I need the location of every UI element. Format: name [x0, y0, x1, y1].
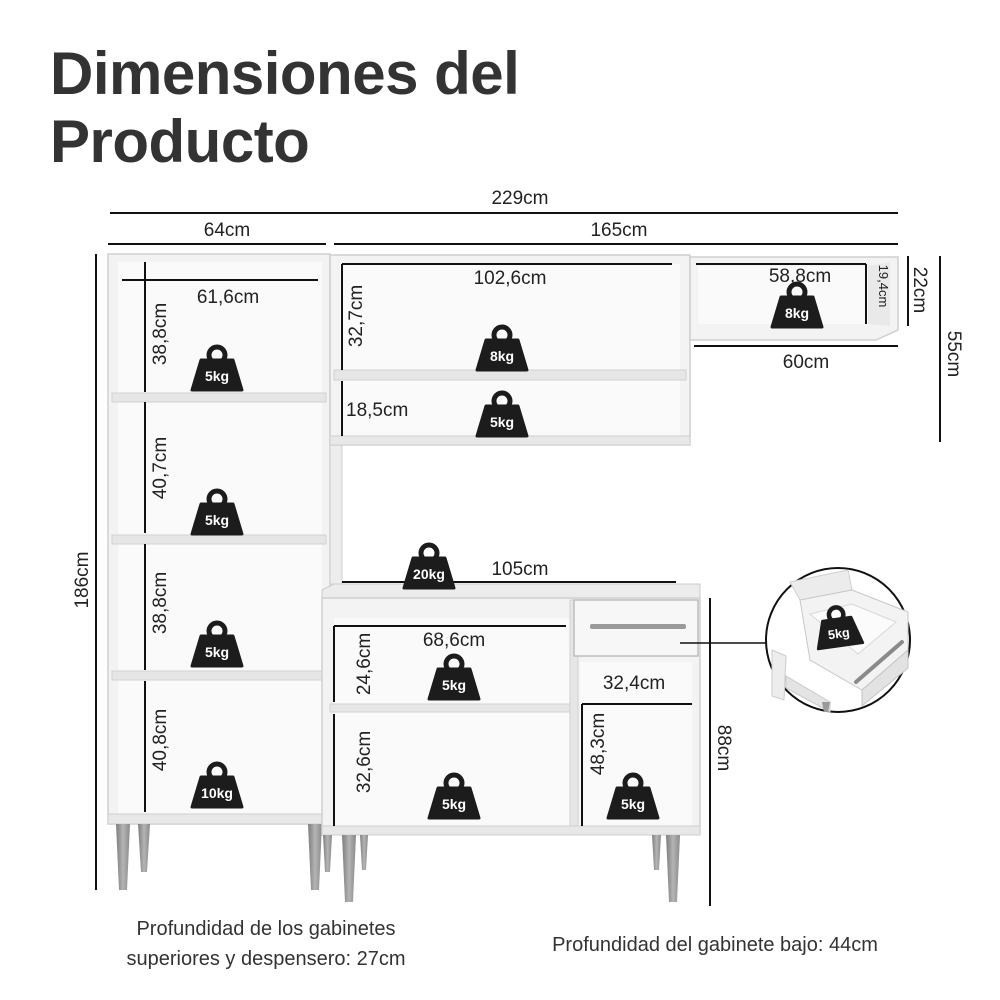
upper-depth-note-line-2: superiores y despensero: 27cm [126, 948, 406, 970]
weight-icon-pantry-4: 10kg [190, 761, 244, 809]
weight-label: 20kg [413, 566, 445, 582]
weight-icon-base-top: 5kg [427, 653, 481, 701]
upper-total-height-label: 55cm [943, 331, 964, 377]
base-depth-note-line: Profundidad del gabinete bajo: 44cm [552, 934, 878, 956]
base-bottom-height-label: 32,6cm [354, 731, 375, 793]
pantry-inner-width-label: 61,6cm [197, 287, 259, 308]
pantry-shelf-4-label: 40,8cm [150, 709, 171, 771]
weight-label: 8kg [785, 305, 809, 321]
small-upper-width-label: 60cm [783, 352, 829, 373]
pantry-width-label: 64cm [204, 220, 250, 241]
upper-top-height-label: 32,7cm [346, 285, 367, 347]
side-panel [329, 443, 343, 585]
weight-icon-countertop: 20kg [402, 542, 456, 590]
small-upper-inner-width-label: 58,8cm [769, 266, 831, 287]
pantry-shelf-1-label: 38,8cm [150, 303, 171, 365]
pantry-legs [116, 824, 322, 890]
weight-icon-pantry-2: 5kg [190, 488, 244, 536]
weight-label: 5kg [205, 368, 229, 384]
upper-depth-note-line-1: Profundidad de los gabinetes [136, 918, 396, 940]
weight-label: 5kg [490, 414, 514, 430]
upper-inner-width-label: 102,6cm [474, 268, 547, 289]
base-side-width-label: 32,4cm [603, 673, 665, 694]
weight-icon-drawer: 5kg [816, 605, 865, 651]
total-width-label: 229cm [491, 188, 548, 209]
small-upper-cabinet [689, 256, 899, 341]
base-side-height-label: 48,3cm [588, 713, 609, 775]
drawer-detail-inset [680, 567, 911, 713]
upper-depth-note: Profundidad de los gabinetes superiores … [96, 914, 436, 974]
base-cabinet [321, 583, 701, 836]
small-upper-height-label: 22cm [909, 267, 930, 313]
weight-icon-upper-bottom: 5kg [475, 390, 529, 438]
weight-icon-upper-top: 8kg [475, 324, 529, 372]
pantry-shelf-3-label: 38,8cm [150, 572, 171, 634]
weight-icon-pantry-3: 5kg [190, 620, 244, 668]
base-top-height-label: 24,6cm [354, 633, 375, 695]
drawer-handle [590, 624, 686, 629]
dimension-lines [95, 212, 941, 906]
total-height-label: 186cm [72, 551, 93, 608]
base-height-label: 88cm [713, 725, 734, 771]
base-width-label: 105cm [491, 559, 548, 580]
weight-label: 5kg [827, 625, 850, 642]
page-title: Dimensiones del Producto [50, 40, 520, 176]
weight-label: 8kg [490, 348, 514, 364]
base-legs [323, 835, 680, 902]
base-inner-width-label: 68,6cm [423, 630, 485, 651]
weight-label: 5kg [442, 796, 466, 812]
weight-icon-small-upper: 8kg [770, 281, 824, 329]
pantry-shelf-2-label: 40,7cm [150, 437, 171, 499]
weight-label: 10kg [201, 785, 233, 801]
weight-label: 5kg [442, 677, 466, 693]
weight-icon-pantry-1: 5kg [190, 344, 244, 392]
kitchen-width-label: 165cm [590, 220, 647, 241]
base-depth-note: Profundidad del gabinete bajo: 44cm [500, 930, 930, 960]
upper-bottom-height-label: 18,5cm [346, 400, 408, 421]
title-line-1: Dimensiones del [50, 40, 520, 107]
weight-label: 5kg [205, 644, 229, 660]
small-upper-inner-height-label: 19,4cm [876, 265, 891, 308]
title-line-2: Producto [50, 108, 310, 175]
weight-icon-base-bottom: 5kg [427, 772, 481, 820]
pantry-cabinet [107, 253, 331, 825]
weight-icon-base-side: 5kg [606, 772, 660, 820]
weight-label: 5kg [205, 512, 229, 528]
weight-label: 5kg [621, 796, 645, 812]
